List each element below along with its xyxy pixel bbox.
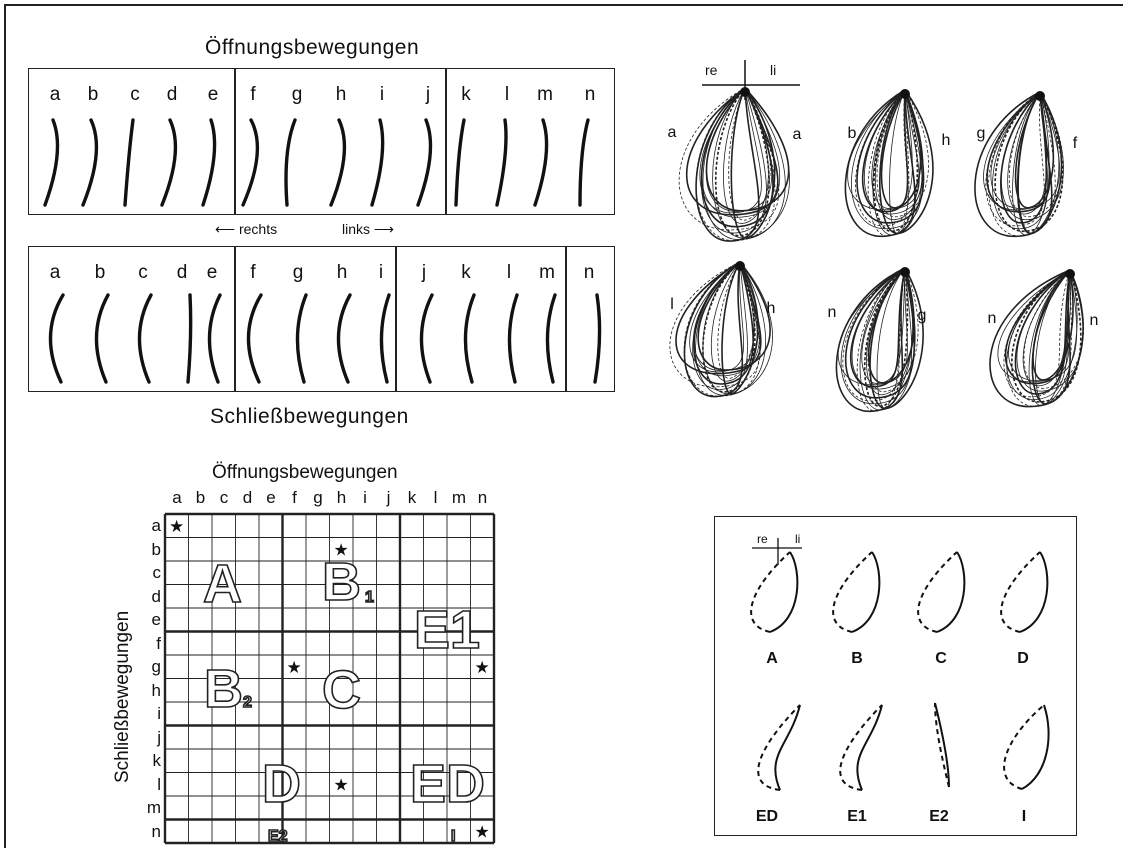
loop-type-label-4: ED — [752, 808, 782, 826]
loop-solid-0 — [770, 552, 797, 632]
loop-type-label-5: E1 — [842, 808, 872, 826]
loop-dashed-5 — [840, 705, 882, 790]
loop-type-label-7: I — [1009, 808, 1039, 826]
legend-re-label: re — [757, 532, 768, 546]
loop-solid-1 — [852, 552, 879, 632]
loop-dashed-1 — [833, 552, 872, 632]
loop-dashed-4 — [758, 705, 800, 790]
legend-li-label: li — [795, 532, 800, 546]
loop-type-label-3: D — [1008, 650, 1038, 668]
loop-type-label-1: B — [842, 650, 872, 668]
loop-solid-7 — [1022, 705, 1049, 789]
loop-dashed-3 — [1001, 552, 1040, 632]
loop-type-label-6: E2 — [924, 808, 954, 826]
loop-dashed-0 — [751, 552, 790, 632]
loop-solid-3 — [1020, 552, 1047, 632]
loop-dashed-2 — [918, 552, 957, 632]
loop-type-label-2: C — [926, 650, 956, 668]
loop-solid-2 — [937, 552, 964, 632]
loop-dashed-7 — [1004, 705, 1044, 789]
loop-type-label-0: A — [757, 650, 787, 668]
